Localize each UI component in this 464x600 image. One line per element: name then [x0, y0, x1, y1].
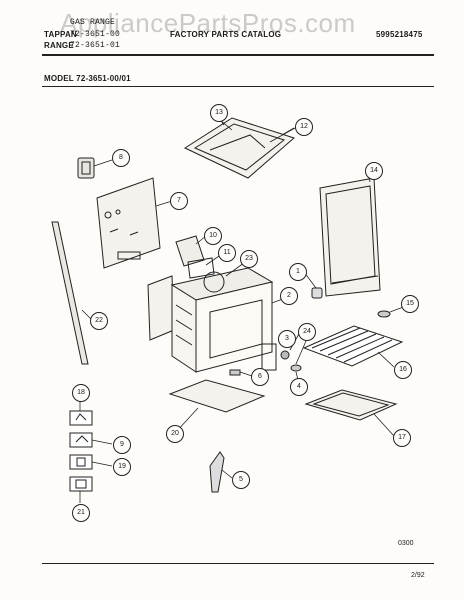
clip-part: [229, 369, 241, 376]
bottom-panel-part: [168, 379, 266, 413]
header-brand: TAPPAN: [44, 30, 77, 39]
callout-20: 20: [166, 425, 184, 443]
callout-1: 1: [289, 263, 307, 281]
callout-15: 15: [401, 295, 419, 313]
watermark-text: AppliancePartsPros.com: [60, 8, 356, 38]
model-rule: [42, 86, 434, 87]
callout-23: 23: [240, 250, 258, 268]
oven-door-part: [319, 177, 381, 297]
callout-4: 4: [290, 378, 308, 396]
model-label: MODEL 72-3651-00/01: [44, 74, 131, 83]
footer-rule: [42, 563, 434, 564]
cooktop-part: [183, 115, 295, 179]
callout-2: 2: [280, 287, 298, 305]
header-model-b: 72-3651-01: [70, 41, 121, 50]
callout-5: 5: [232, 471, 250, 489]
callout-7: 7: [170, 192, 188, 210]
callout-24: 24: [298, 323, 316, 341]
callout-6: 6: [251, 368, 269, 386]
footer-date: 2/92: [411, 572, 425, 579]
callout-22: 22: [90, 312, 108, 330]
header-range: RANGE: [44, 41, 74, 50]
callout-19: 19: [113, 458, 131, 476]
header-part-number: 5995218475: [376, 30, 423, 39]
drawing-code: 0300: [398, 540, 414, 547]
callout-18: 18: [72, 384, 90, 402]
header-model-a: 72-3651-00: [70, 30, 121, 39]
oven-body-part: [170, 267, 277, 373]
callout-14: 14: [365, 162, 383, 180]
knob-part: [311, 287, 323, 299]
callout-3: 3: [278, 330, 296, 348]
fitting-part: [377, 310, 391, 318]
callout-13: 13: [210, 104, 228, 122]
callout-8: 8: [112, 149, 130, 167]
side-panel-part: [147, 275, 175, 341]
header-rule: [42, 54, 434, 56]
oven-rack-part: [302, 325, 404, 367]
header-gas-range: GAS RANGE: [70, 18, 116, 27]
header-catalog-title: FACTORY PARTS CATALOG: [170, 30, 282, 39]
callout-9: 9: [113, 436, 131, 454]
callout-16: 16: [394, 361, 412, 379]
side-trim-strip: [51, 221, 89, 365]
callout-21: 21: [72, 504, 90, 522]
bracket-part-8: [77, 157, 95, 179]
igniter-part: [209, 451, 225, 493]
broiler-pan-part: [304, 389, 398, 421]
small-parts-column: [69, 410, 93, 492]
callout-12: 12: [295, 118, 313, 136]
back-panel-part: [96, 177, 161, 269]
callout-11: 11: [218, 244, 236, 262]
callout-17: 17: [393, 429, 411, 447]
valve-parts: [280, 350, 302, 372]
callout-10: 10: [204, 227, 222, 245]
